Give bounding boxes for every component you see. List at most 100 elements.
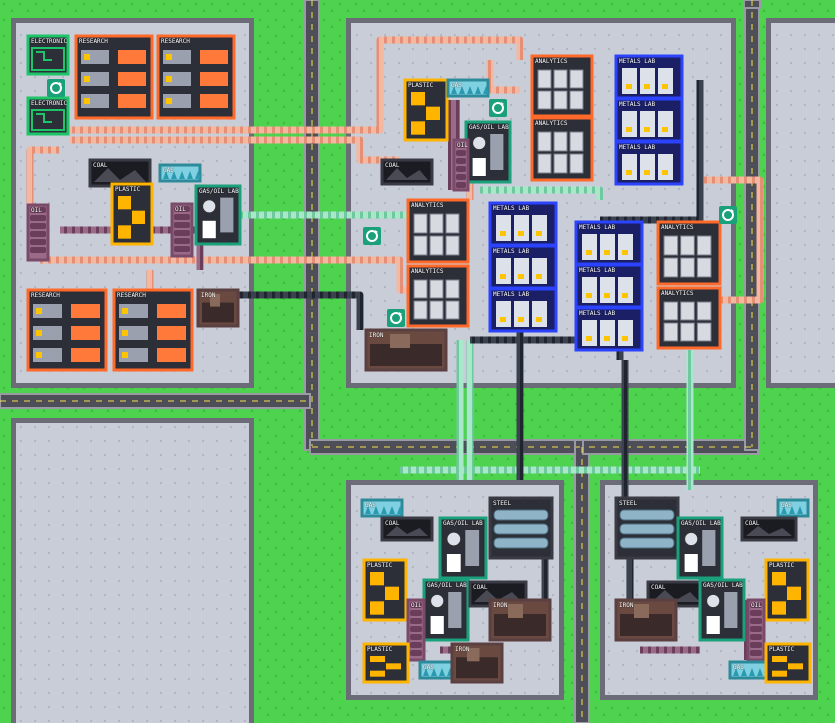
building-br-gas-oil-1[interactable]: [676, 516, 724, 580]
building-metals-1[interactable]: [614, 54, 684, 100]
building-br-gas-oil-2[interactable]: [698, 578, 746, 642]
label-br-gas-2: GAS: [733, 664, 744, 671]
building-bl-iron-1[interactable]: [488, 598, 552, 642]
label-plastic-center: PLASTIC: [408, 82, 434, 89]
label-gas-center: GAS: [451, 82, 462, 89]
building-metals-3[interactable]: [614, 140, 684, 186]
label-analytics-3: ANALYTICS: [411, 202, 444, 209]
building-br-gas-1[interactable]: [776, 498, 810, 518]
label-metals-4: METALS LAB: [493, 205, 530, 212]
label-research-2: RESEARCH: [161, 38, 190, 45]
building-metals-6[interactable]: [488, 287, 558, 333]
label-electronic-top: ELECTRONIC: [31, 38, 68, 45]
building-bl-iron-2[interactable]: [450, 642, 504, 684]
building-br-iron[interactable]: [614, 598, 678, 642]
building-oil-center[interactable]: [452, 138, 470, 192]
road-markings: [0, 0, 753, 723]
label-br-plastic-2: PLASTIC: [769, 646, 795, 653]
label-metals-8: METALS LAB: [579, 267, 616, 274]
building-electronic-top[interactable]: [26, 34, 70, 76]
label-oil-left-1: OIL: [31, 207, 42, 214]
label-bl-gas-oil-2: GAS/OIL LAB: [427, 582, 467, 589]
lot-top-right: [766, 18, 835, 388]
recycle-icon[interactable]: [363, 227, 381, 245]
label-oil-left-2: OIL: [175, 206, 186, 213]
label-analytics-5: ANALYTICS: [661, 224, 694, 231]
building-metals-4[interactable]: [488, 201, 558, 247]
building-research-4[interactable]: [112, 288, 194, 372]
label-iron-left: IRON: [201, 292, 216, 299]
label-bl-steel: STEEL: [493, 500, 512, 507]
label-bl-oil: OIL: [411, 602, 422, 609]
label-br-oil: OIL: [751, 602, 762, 609]
building-gas-oil-center[interactable]: [464, 120, 512, 184]
building-bl-oil[interactable]: [406, 598, 426, 662]
label-gas-oil-left: GAS/OIL LAB: [199, 188, 239, 195]
recycle-icon[interactable]: [387, 309, 405, 327]
label-gas-left: GAS: [163, 167, 174, 174]
building-bl-plastic-2[interactable]: [362, 642, 410, 684]
building-bl-gas-oil-1[interactable]: [438, 516, 488, 580]
label-br-gas-1: GAS: [781, 502, 792, 509]
label-metals-3: METALS LAB: [619, 144, 656, 151]
label-bl-gas-oil-1: GAS/OIL LAB: [443, 520, 483, 527]
building-electronic-bottom[interactable]: [26, 96, 70, 136]
building-br-plastic-1[interactable]: [764, 558, 810, 622]
building-research-2[interactable]: [156, 34, 236, 120]
lot-bottom-left-empty: [11, 418, 254, 723]
label-analytics-6: ANALYTICS: [661, 290, 694, 297]
building-br-plastic-2[interactable]: [764, 642, 812, 684]
building-analytics-1[interactable]: [530, 54, 594, 118]
label-metals-7: METALS LAB: [579, 224, 616, 231]
label-metals-6: METALS LAB: [493, 291, 530, 298]
building-gas-center[interactable]: [446, 78, 490, 98]
building-plastic-center[interactable]: [403, 78, 449, 142]
building-iron-center[interactable]: [364, 328, 448, 372]
recycle-icon[interactable]: [47, 79, 65, 97]
label-bl-gas-2: GAS: [423, 664, 434, 671]
label-electronic-bottom: ELECTRONIC: [31, 100, 68, 107]
building-br-coal[interactable]: [740, 516, 798, 542]
label-br-iron: IRON: [619, 602, 634, 609]
label-metals-2: METALS LAB: [619, 101, 656, 108]
building-plastic-left[interactable]: [110, 182, 154, 246]
label-bl-plastic-1: PLASTIC: [367, 562, 393, 569]
building-research-1[interactable]: [74, 34, 154, 120]
building-br-oil[interactable]: [746, 598, 766, 662]
building-analytics-5[interactable]: [656, 220, 722, 286]
recycle-icon[interactable]: [489, 99, 507, 117]
label-plastic-left: PLASTIC: [115, 186, 141, 193]
building-gas-left[interactable]: [158, 163, 202, 183]
label-br-plastic-1: PLASTIC: [769, 562, 795, 569]
label-bl-gas-1: GAS: [365, 502, 376, 509]
building-coal-center[interactable]: [380, 158, 434, 186]
building-metals-7[interactable]: [574, 220, 644, 266]
building-br-steel[interactable]: [614, 496, 680, 560]
label-bl-coal: COAL: [385, 520, 400, 527]
building-research-3[interactable]: [26, 288, 108, 372]
building-bl-coal[interactable]: [380, 516, 434, 542]
building-iron-left[interactable]: [196, 288, 240, 328]
building-bl-gas-1[interactable]: [360, 498, 404, 518]
building-analytics-3[interactable]: [406, 198, 470, 264]
building-bl-steel[interactable]: [488, 496, 554, 560]
label-analytics-2: ANALYTICS: [535, 120, 568, 127]
building-gas-oil-left[interactable]: [194, 184, 242, 246]
label-research-3: RESEARCH: [31, 292, 60, 299]
building-oil-left-2[interactable]: [170, 202, 194, 258]
label-analytics-1: ANALYTICS: [535, 58, 568, 65]
building-analytics-2[interactable]: [530, 116, 594, 182]
label-br-gas-oil-2: GAS/OIL LAB: [703, 582, 743, 589]
building-analytics-4[interactable]: [406, 264, 470, 328]
building-oil-left-1[interactable]: [26, 203, 50, 262]
building-coal-left[interactable]: [88, 158, 152, 188]
building-analytics-6[interactable]: [656, 286, 722, 350]
label-coal-left: COAL: [93, 162, 108, 169]
building-bl-plastic-1[interactable]: [362, 558, 408, 622]
building-metals-9[interactable]: [574, 306, 644, 352]
label-bl-iron-1: IRON: [493, 602, 508, 609]
label-oil-center: OIL: [457, 142, 468, 149]
recycle-icon[interactable]: [719, 206, 737, 224]
building-bl-gas-oil-2[interactable]: [422, 578, 470, 642]
